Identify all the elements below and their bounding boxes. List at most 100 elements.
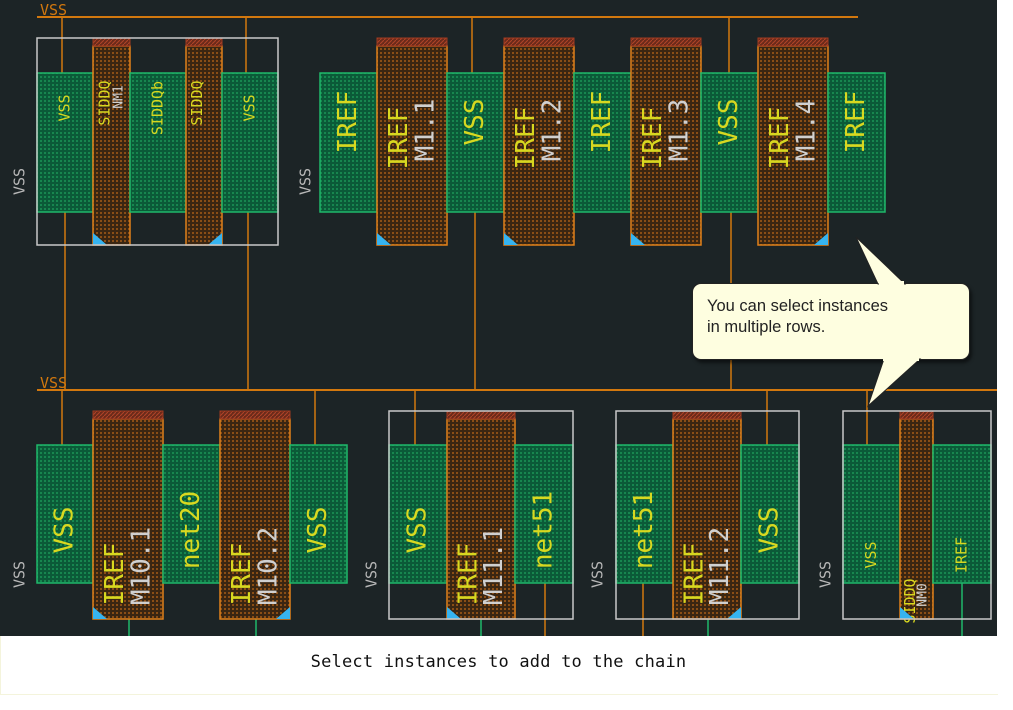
pin-marker-icon — [93, 607, 107, 619]
diffusion-vss[interactable] — [36, 444, 94, 584]
poly-gate[interactable] — [630, 45, 702, 246]
net-label: VSS — [862, 541, 880, 568]
gate-net-label: SIDDQ — [188, 80, 206, 125]
net-label: SIDDQb — [149, 81, 167, 135]
pin-marker-icon — [208, 233, 222, 245]
net-label: VSS — [755, 507, 785, 554]
caption-text: Select instances to add to the chain — [310, 652, 687, 672]
diffusion-iref[interactable] — [827, 72, 886, 213]
gate-net-label: SIDDQ — [95, 80, 113, 125]
side-label: VSS — [363, 561, 381, 588]
gate-net-label: IREF — [227, 543, 257, 606]
diffusion-vss[interactable] — [842, 444, 901, 584]
gate-net-label: IREF — [453, 543, 483, 606]
callout-line-1: You can select instances — [707, 297, 889, 315]
selection-box — [842, 410, 992, 620]
gate-net-label: IREF — [100, 543, 130, 606]
poly-contact — [630, 37, 702, 47]
pin-marker-icon — [814, 233, 828, 245]
net-label: IREF — [333, 91, 363, 154]
callout-line-2: in multiple rows. — [707, 318, 826, 336]
diffusion-net51[interactable] — [514, 444, 574, 584]
pin-marker-icon — [276, 607, 290, 619]
rail-label-top: VSS — [40, 1, 67, 19]
pin-marker-icon — [631, 233, 645, 245]
rail-label-bottom: VSS — [40, 374, 67, 392]
selection-box — [615, 410, 800, 620]
pin-marker-icon — [727, 607, 741, 619]
diffusion-siddqb[interactable] — [129, 72, 187, 213]
net-label: VSS — [241, 94, 259, 121]
poly-gate[interactable] — [446, 418, 516, 620]
instance-name[interactable]: M11.1 — [479, 527, 509, 605]
instance-name[interactable]: NM1 — [111, 85, 126, 108]
diffusion-vss[interactable] — [740, 444, 800, 584]
poly-contact — [92, 37, 131, 47]
pin-marker-icon — [504, 233, 518, 245]
side-label: VSS — [297, 168, 315, 195]
gate-net-label: IREF — [384, 107, 414, 170]
net-label: net51 — [529, 491, 559, 569]
diffusion-vss[interactable] — [221, 72, 279, 213]
poly-contact — [672, 410, 742, 420]
gate-net-label: IREF — [638, 107, 668, 170]
poly-contact — [899, 410, 934, 420]
poly-contact — [376, 37, 448, 47]
net-label: IREF — [587, 91, 617, 154]
poly-contact — [219, 410, 291, 420]
poly-gate[interactable] — [92, 45, 131, 246]
net-label: VSS — [303, 507, 333, 554]
net-label: VSS — [56, 94, 74, 121]
side-label: VSS — [817, 561, 835, 588]
net-label: VSS — [714, 99, 744, 146]
selection-box — [388, 410, 574, 620]
diffusion-vss[interactable] — [36, 72, 94, 213]
side-label: VSS — [11, 168, 29, 195]
selection-box — [36, 37, 279, 246]
pin-marker-icon — [447, 607, 461, 619]
callout-tooltip: You can select instances in multiple row… — [692, 283, 970, 360]
poly-contact — [503, 37, 575, 47]
instance-name[interactable]: M1.1 — [411, 99, 441, 162]
scroll-edge — [997, 0, 1013, 636]
diffusion-vss[interactable] — [446, 72, 505, 213]
poly-gate[interactable] — [185, 45, 223, 246]
net-label: IREF — [953, 537, 971, 573]
diffusion-iref[interactable] — [932, 444, 992, 584]
poly-contact — [446, 410, 516, 420]
gate-net-label: IREF — [679, 543, 709, 606]
instance-name[interactable]: M11.2 — [705, 527, 735, 605]
instance-name[interactable]: M10.1 — [127, 527, 157, 605]
pin-marker-icon — [377, 233, 391, 245]
poly-contact — [185, 37, 223, 47]
net-label: VSS — [50, 507, 80, 554]
diffusion-iref[interactable] — [573, 72, 632, 213]
poly-gate[interactable] — [219, 418, 291, 620]
diffusion-vss[interactable] — [289, 444, 348, 584]
instance-name[interactable]: M10.2 — [254, 527, 284, 605]
instance-name[interactable]: M1.2 — [538, 99, 568, 162]
pin-marker-icon — [93, 233, 107, 245]
diffusion-net20[interactable] — [162, 444, 221, 584]
net-label: net51 — [629, 491, 659, 569]
instance-name[interactable]: M1.4 — [792, 99, 822, 162]
net-label: VSS — [403, 507, 433, 554]
net-label: net20 — [176, 491, 206, 569]
pin-marker-icon — [900, 607, 914, 619]
diffusion-net51[interactable] — [615, 444, 674, 584]
instance-name[interactable]: M1.3 — [665, 99, 695, 162]
poly-gate[interactable] — [92, 418, 164, 620]
poly-gate[interactable] — [376, 45, 448, 246]
net-label: IREF — [841, 91, 871, 154]
gate-net-label: IREF — [511, 107, 541, 170]
instance-name[interactable]: NM0 — [916, 583, 931, 606]
diffusion-vss[interactable] — [700, 72, 759, 213]
